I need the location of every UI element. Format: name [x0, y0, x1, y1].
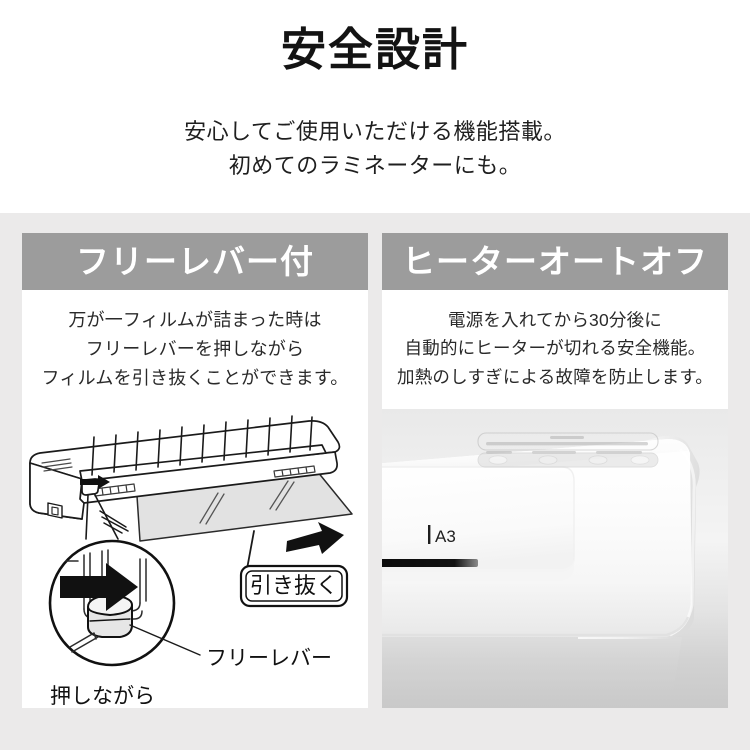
card-description-line-2: 自動的にヒーターが切れる安全機能。	[404, 338, 706, 359]
hero-subtitle: 安心してご使用いただける機能搭載。 初めてのラミネーターにも。	[0, 115, 750, 183]
label-press-while: 押しながら	[50, 685, 155, 708]
card-description-line-1: 万が一フィルムが詰まった時は	[68, 310, 322, 330]
lever-label-leader-line	[129, 624, 201, 656]
card-description-line-2: フリーレバーを押しながら	[85, 339, 305, 360]
hero-subtitle-line-2: 初めてのラミネーターにも。	[228, 153, 522, 179]
product-front-inset	[382, 467, 574, 571]
card-description-line-3: 加熱のしすぎによる故障を防止します。	[397, 366, 713, 387]
free-lever-illustration: 引き抜く フリーレバー 押しながら	[22, 411, 368, 708]
size-marking-label: A3	[435, 527, 456, 546]
feature-card-heater-auto-off: ヒーターオートオフ 電源を入れてから30分後に 自動的にヒーターが切れる安全機能…	[382, 233, 728, 708]
card-header-label: フリーレバー付	[76, 243, 314, 280]
laminator-product-photo: A3	[382, 409, 728, 708]
card-description-line-1: 電源を入れてから30分後に	[447, 310, 663, 330]
callout-label-pull-out: 引き抜く	[250, 573, 338, 598]
card-description-line-3: フィルムを引き抜くことができます。	[41, 368, 349, 389]
feature-card-free-lever: フリーレバー付 万が一フィルムが詰まった時は フリーレバーを押しながら フィルム…	[22, 233, 368, 708]
card-body-free-lever: 万が一フィルムが詰まった時は フリーレバーを押しながら フィルムを引き抜くことが…	[22, 290, 368, 393]
product-reflection	[382, 637, 682, 699]
card-description-heater-auto-off: 電源を入れてから30分後に 自動的にヒーターが切れる安全機能。 加熱のしすぎによ…	[382, 306, 728, 391]
film-entry-slot	[382, 559, 478, 567]
pull-out-arrow	[286, 522, 344, 554]
card-header-label: ヒーターオートオフ	[402, 243, 708, 280]
card-header-free-lever: フリーレバー付	[22, 233, 368, 290]
lever-direction-arrow-small	[80, 475, 110, 489]
hero-subtitle-line-1: 安心してご使用いただける機能搭載。	[184, 119, 566, 144]
hero-section: 安全設計 安心してご使用いただける機能搭載。 初めてのラミネーターにも。	[0, 0, 750, 213]
callout-box-inner	[245, 570, 343, 602]
label-free-lever: フリーレバー	[206, 647, 332, 670]
card-header-heater-auto-off: ヒーターオートオフ	[382, 233, 728, 290]
control-panel	[477, 432, 659, 468]
callout-pointer	[246, 530, 263, 570]
card-body-heater-auto-off: 電源を入れてから30分後に 自動的にヒーターが切れる安全機能。 加熱のしすぎによ…	[382, 290, 728, 391]
card-description-free-lever: 万が一フィルムが詰まった時は フリーレバーを押しながら フィルムを引き抜くことが…	[22, 306, 368, 393]
press-direction-arrow	[60, 563, 138, 611]
size-marking-tick	[428, 525, 431, 544]
features-section: フリーレバー付 万が一フィルムが詰まった時は フリーレバーを押しながら フィルム…	[0, 213, 750, 750]
page-title: 安全設計	[280, 24, 469, 75]
